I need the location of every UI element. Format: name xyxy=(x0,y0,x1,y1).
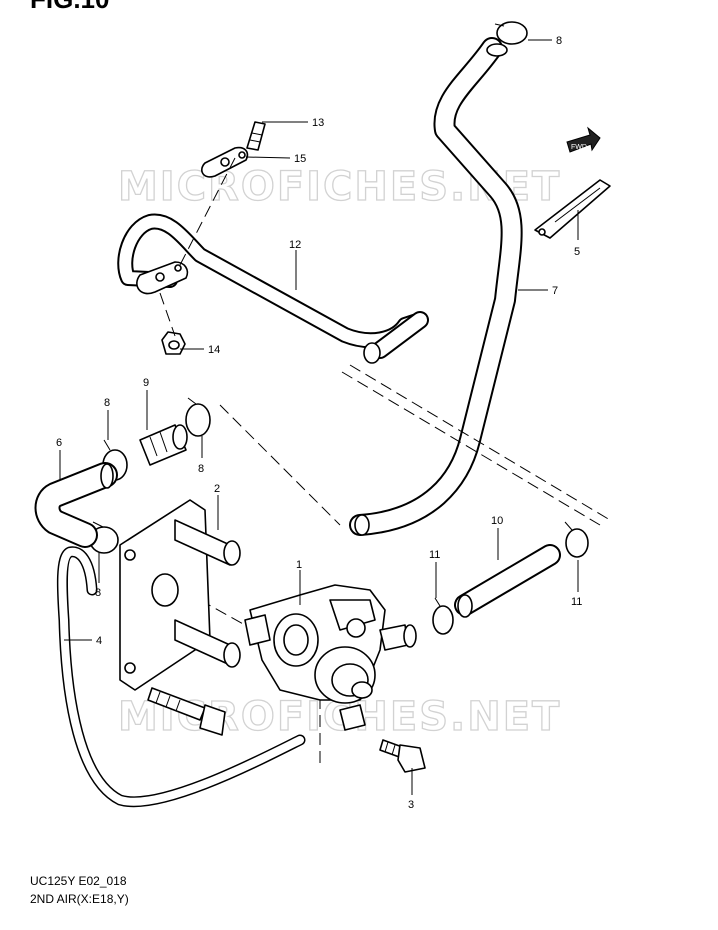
fwd-label: FWD xyxy=(571,144,587,151)
part-8-clamp-top xyxy=(494,21,528,45)
part-12-pipe xyxy=(117,213,429,364)
part-6-hose xyxy=(34,462,118,548)
part-3-bolt-left xyxy=(147,687,226,736)
leader-lines xyxy=(59,39,579,795)
callouts: 8 13 15 12 5 7 14 9 8 8 6 2 8 4 1 10 11 … xyxy=(56,35,582,811)
callout-14: 14 xyxy=(208,344,220,356)
part-3-bolt xyxy=(379,739,426,773)
part-11-clamp-right xyxy=(564,521,589,558)
callout-5: 5 xyxy=(574,246,580,258)
callout-9: 9 xyxy=(143,377,149,389)
part-10-hose xyxy=(454,544,561,618)
part-8-clamp-mid xyxy=(185,397,211,437)
model-caption: UC125Y E02_018 xyxy=(30,874,127,888)
callout-4: 4 xyxy=(96,635,102,647)
callout-7: 7 xyxy=(552,285,558,297)
part-14-nut xyxy=(161,331,186,355)
part-9-connector xyxy=(139,424,188,466)
part-2-plate xyxy=(119,499,241,691)
part-13-bolt xyxy=(246,121,266,151)
callout-2: 2 xyxy=(214,483,220,495)
part-11-clamp-left xyxy=(432,597,454,635)
callout-11-right: 11 xyxy=(571,596,582,608)
callout-13: 13 xyxy=(312,117,324,129)
part-4-hose xyxy=(56,546,306,808)
part-1-valve xyxy=(244,584,417,731)
callout-6: 6 xyxy=(56,437,62,449)
callout-10: 10 xyxy=(491,515,503,527)
section-caption: 2ND AIR(X:E18,Y) xyxy=(30,892,129,906)
callout-3: 3 xyxy=(408,799,414,811)
part-7-hose xyxy=(349,37,523,536)
part-15-gasket-lower xyxy=(136,261,189,295)
part-15-gasket xyxy=(201,146,249,178)
callout-8-top: 8 xyxy=(556,35,562,47)
fwd-marker: FWD xyxy=(566,126,601,153)
callout-15: 15 xyxy=(294,153,306,165)
figure-title: FIG.10 xyxy=(30,0,109,12)
callout-8-left: 8 xyxy=(104,397,110,409)
callout-12: 12 xyxy=(289,239,301,251)
callout-11-left: 11 xyxy=(429,549,440,561)
callout-8-lower: 8 xyxy=(95,587,101,599)
callout-1: 1 xyxy=(296,559,302,571)
callout-8-mid: 8 xyxy=(198,463,204,475)
part-5-bracket xyxy=(534,179,611,239)
